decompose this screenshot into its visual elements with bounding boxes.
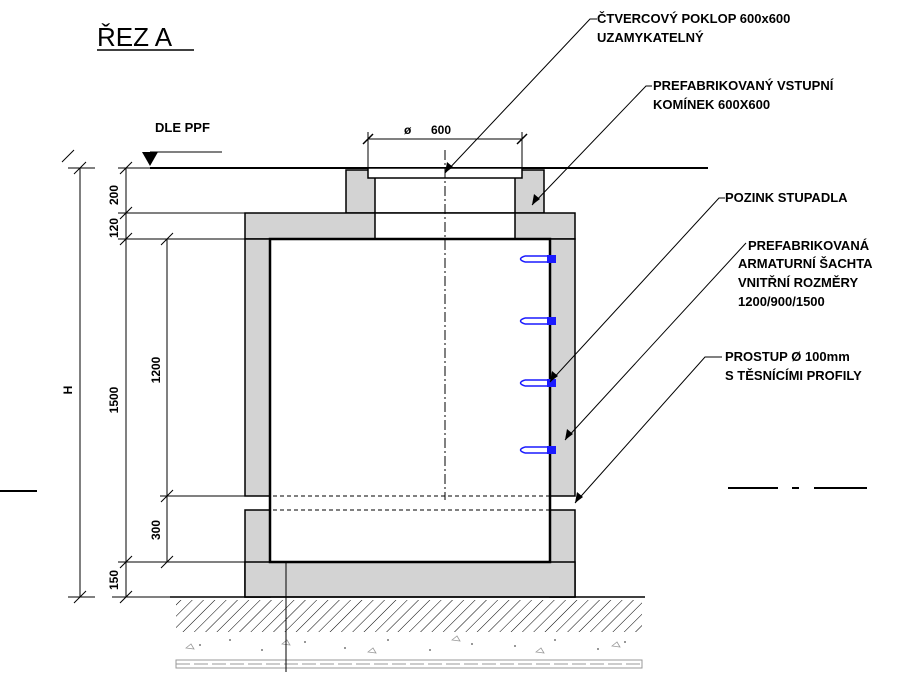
top-dim-value: 600	[431, 123, 451, 137]
dim-1200: 1200	[149, 356, 163, 383]
level-marker-icon	[142, 152, 158, 166]
step-4	[519, 446, 556, 454]
top-dimension	[362, 132, 528, 168]
armature-shaft	[244, 212, 576, 598]
dim-h: H	[61, 386, 75, 395]
dim-120: 120	[107, 218, 121, 238]
step-2	[519, 317, 556, 325]
diameter-symbol: ø	[404, 123, 412, 137]
cover-note-line-1: ČTVERCOVÝ POKLOP 600x600	[597, 11, 790, 26]
level-label: DLE PPF	[155, 120, 210, 135]
shaft-note-line-2: ARMATURNÍ ŠACHTA	[738, 256, 873, 271]
chimney-note-line-2: KOMÍNEK 600X600	[653, 97, 770, 112]
steps-group	[519, 255, 556, 454]
left-dimensions	[61, 149, 245, 604]
shaft-note-line-1: PREFABRIKOVANÁ	[748, 238, 870, 253]
dim-300: 300	[149, 520, 163, 540]
dim-150: 150	[107, 570, 121, 590]
cover-note-line-2: UZAMYKATELNÝ	[597, 30, 704, 45]
step-3	[519, 379, 556, 387]
leader-lines	[444, 18, 747, 504]
drawing-title: ŘEZ A	[97, 22, 173, 52]
passage-note-line-2: S TĚSNÍCÍMI PROFILY	[725, 368, 862, 383]
chimney-note-line-1: PREFABRIKOVANÝ VSTUPNÍ	[653, 78, 834, 93]
passage-note-line-1: PROSTUP Ø 100mm	[725, 349, 850, 364]
steps-note: POZINK STUPADLA	[725, 190, 848, 205]
foundation	[170, 562, 645, 672]
step-1	[519, 255, 556, 263]
leader-arrows	[445, 162, 583, 503]
shaft-note-line-3: VNITŘNÍ ROZMĚRY	[738, 275, 858, 290]
dim-1500: 1500	[107, 386, 121, 413]
shaft-note-line-4: 1200/900/1500	[738, 294, 825, 309]
dim-200: 200	[107, 185, 121, 205]
